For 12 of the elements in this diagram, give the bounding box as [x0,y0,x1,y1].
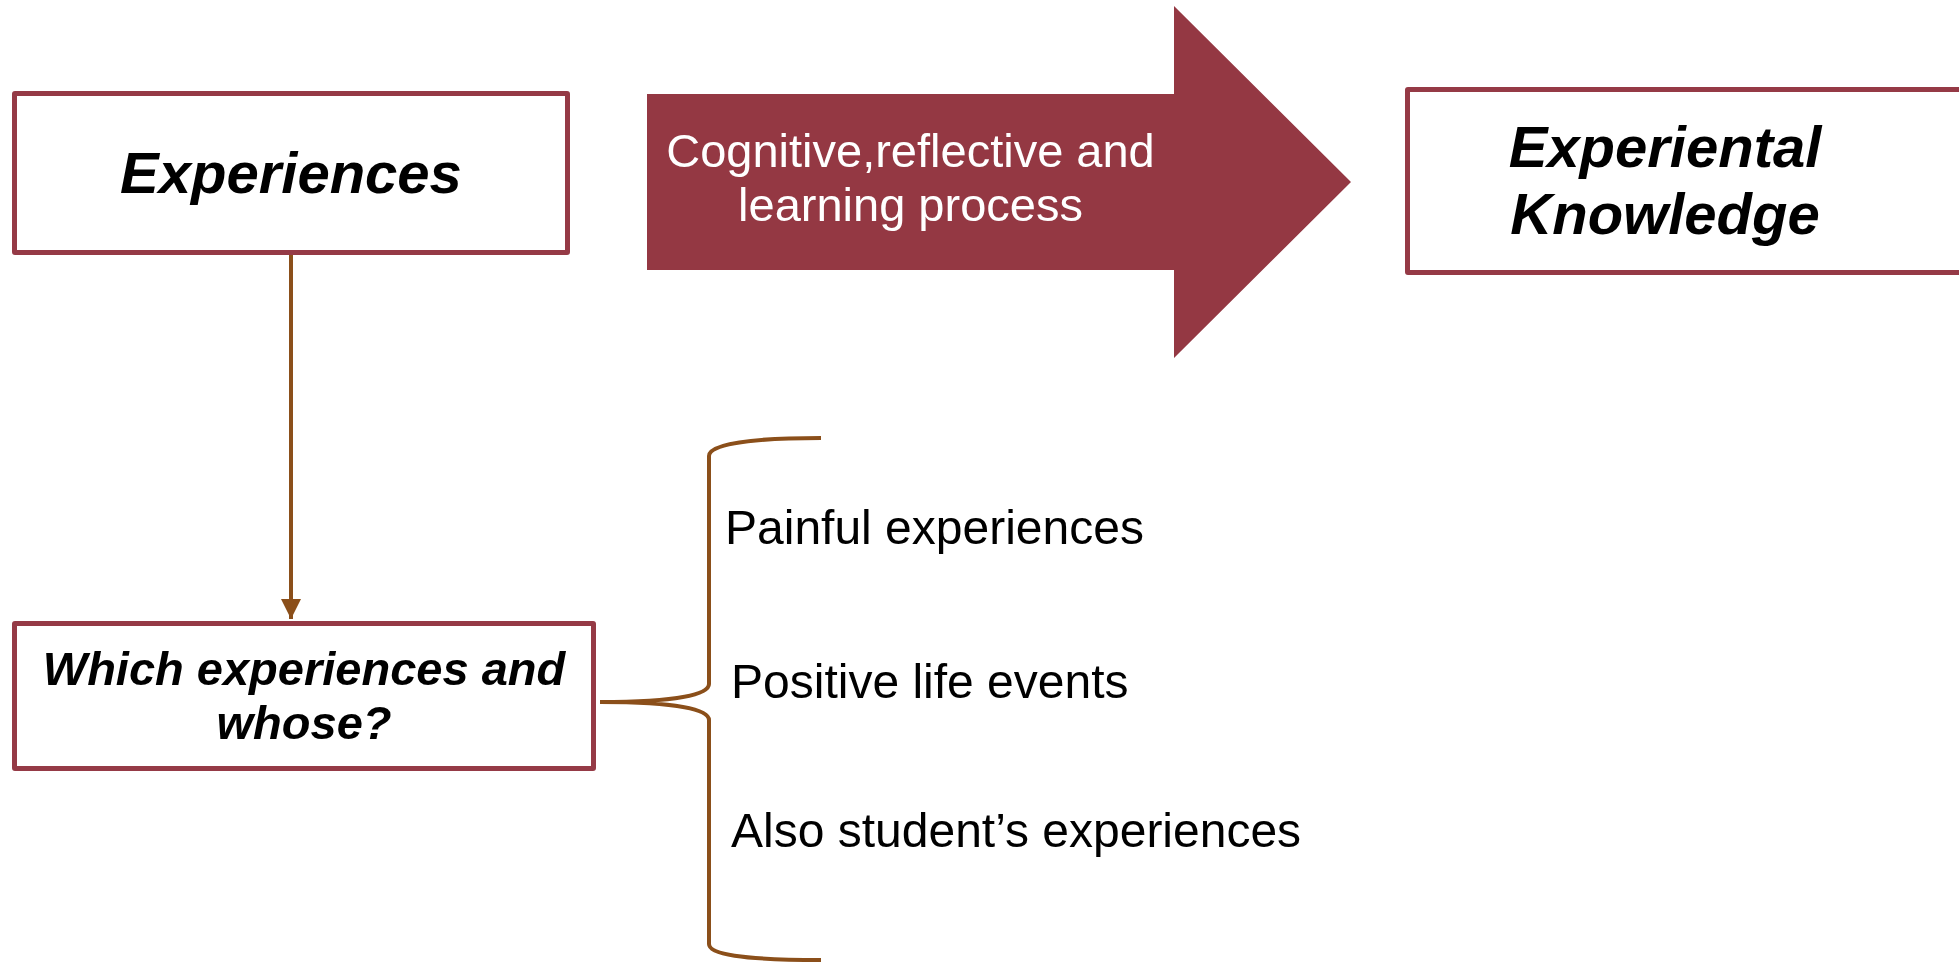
box-title: Which experiences and whose? [41,641,567,751]
text-box [12,91,570,255]
list-item: Also student’s experiences [731,803,1302,858]
list-item: Painful experiences [725,500,1144,555]
block-arrow [647,6,1351,358]
box-title: Experiental Knowledge [1507,114,1824,248]
text-box [1405,87,1959,275]
box-title: Experiences [119,139,463,207]
text-box [12,621,596,771]
arrow [281,255,301,619]
arrow-label: Cognitive,reflective and learning process [665,124,1156,233]
list-item: Positive life events [731,654,1129,709]
